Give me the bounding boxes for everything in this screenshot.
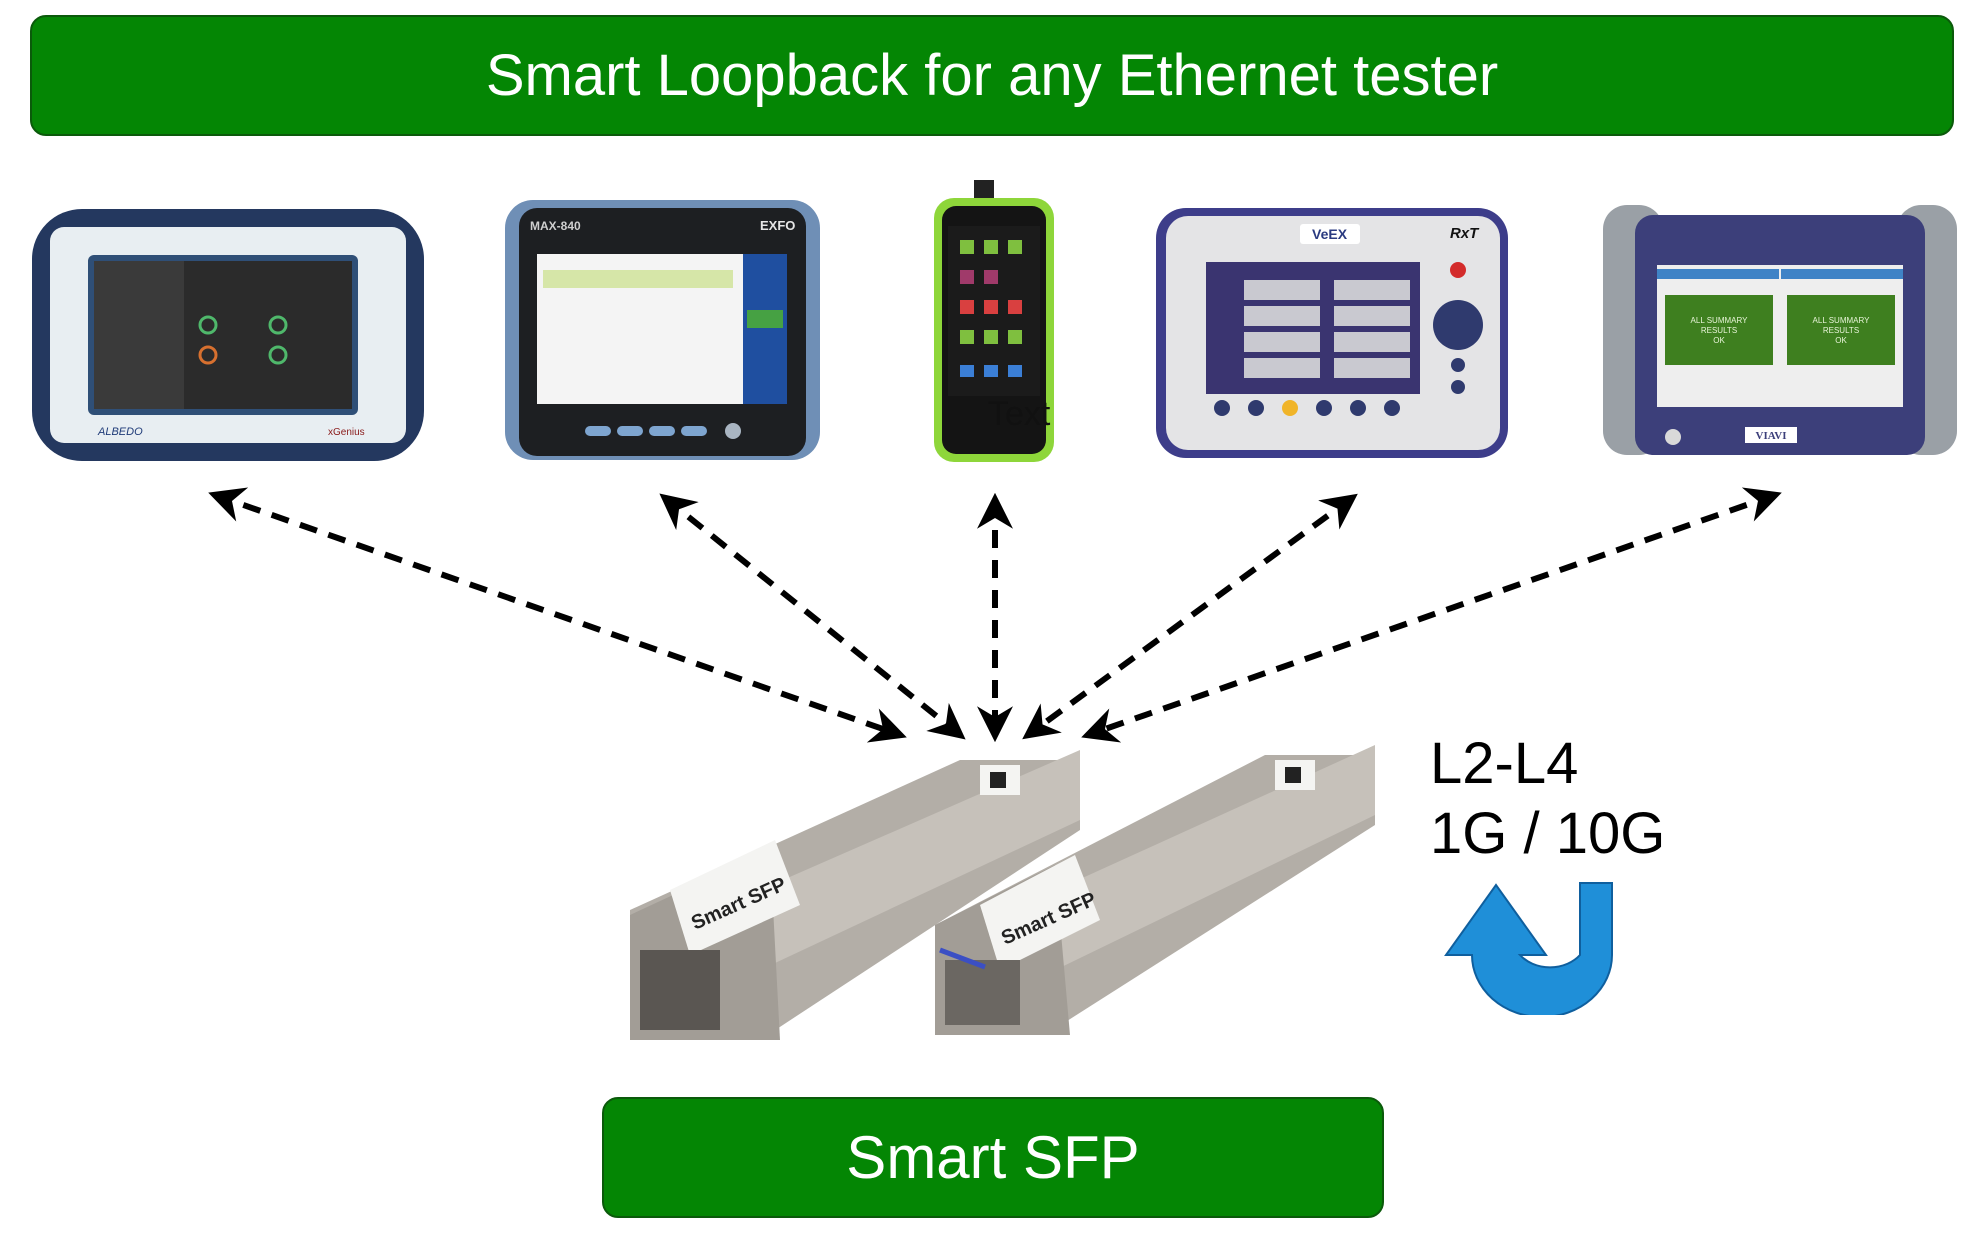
device-overlay-text: Text xyxy=(988,395,1051,433)
arrow-veex xyxy=(1022,493,1358,740)
title-banner: Smart Loopback for any Ethernet tester xyxy=(30,15,1954,136)
arrow-viavi xyxy=(1081,487,1782,743)
product-title: Smart SFP xyxy=(846,1124,1140,1191)
spec-speeds: 1G / 10G xyxy=(1430,801,1666,866)
device-albedo: ALBEDO xGenius xyxy=(28,205,428,465)
u-turn-arrow-icon xyxy=(1440,875,1620,1015)
arrow-exfo xyxy=(659,493,966,740)
device-netally: Text xyxy=(930,180,1060,465)
brand-exfo: EXFO xyxy=(760,218,795,233)
device-veex: VeEX RxT xyxy=(1150,200,1520,465)
svg-text:ALL SUMMARY: ALL SUMMARY xyxy=(1813,316,1871,325)
model-veex: RxT xyxy=(1450,225,1480,242)
device-viavi: ALL SUMMARY RESULTS OK ALL SUMMARY RESUL… xyxy=(1595,165,1965,465)
svg-text:RESULTS: RESULTS xyxy=(1823,326,1859,335)
sfp-module-copper: Smart SFP xyxy=(620,740,1080,1050)
page-title: Smart Loopback for any Ethernet tester xyxy=(485,43,1499,108)
product-banner: Smart SFP xyxy=(602,1097,1384,1218)
device-exfo: MAX-840 EXFO xyxy=(485,190,840,465)
spec-layers: L2-L4 xyxy=(1430,731,1579,796)
brand-xgenius: xGenius xyxy=(328,427,365,438)
svg-text:OK: OK xyxy=(1713,336,1725,345)
sfp-module-fiber: Smart SFP xyxy=(925,735,1385,1045)
brand-viavi: VIAVI xyxy=(1756,430,1787,442)
svg-text:OK: OK xyxy=(1835,336,1847,345)
brand-albedo: ALBEDO xyxy=(97,426,143,438)
model-exfo: MAX-840 xyxy=(530,219,581,233)
svg-text:ALL SUMMARY: ALL SUMMARY xyxy=(1691,316,1749,325)
arrow-albedo xyxy=(208,487,907,743)
svg-text:RESULTS: RESULTS xyxy=(1701,326,1737,335)
brand-veex: VeEX xyxy=(1312,226,1348,242)
